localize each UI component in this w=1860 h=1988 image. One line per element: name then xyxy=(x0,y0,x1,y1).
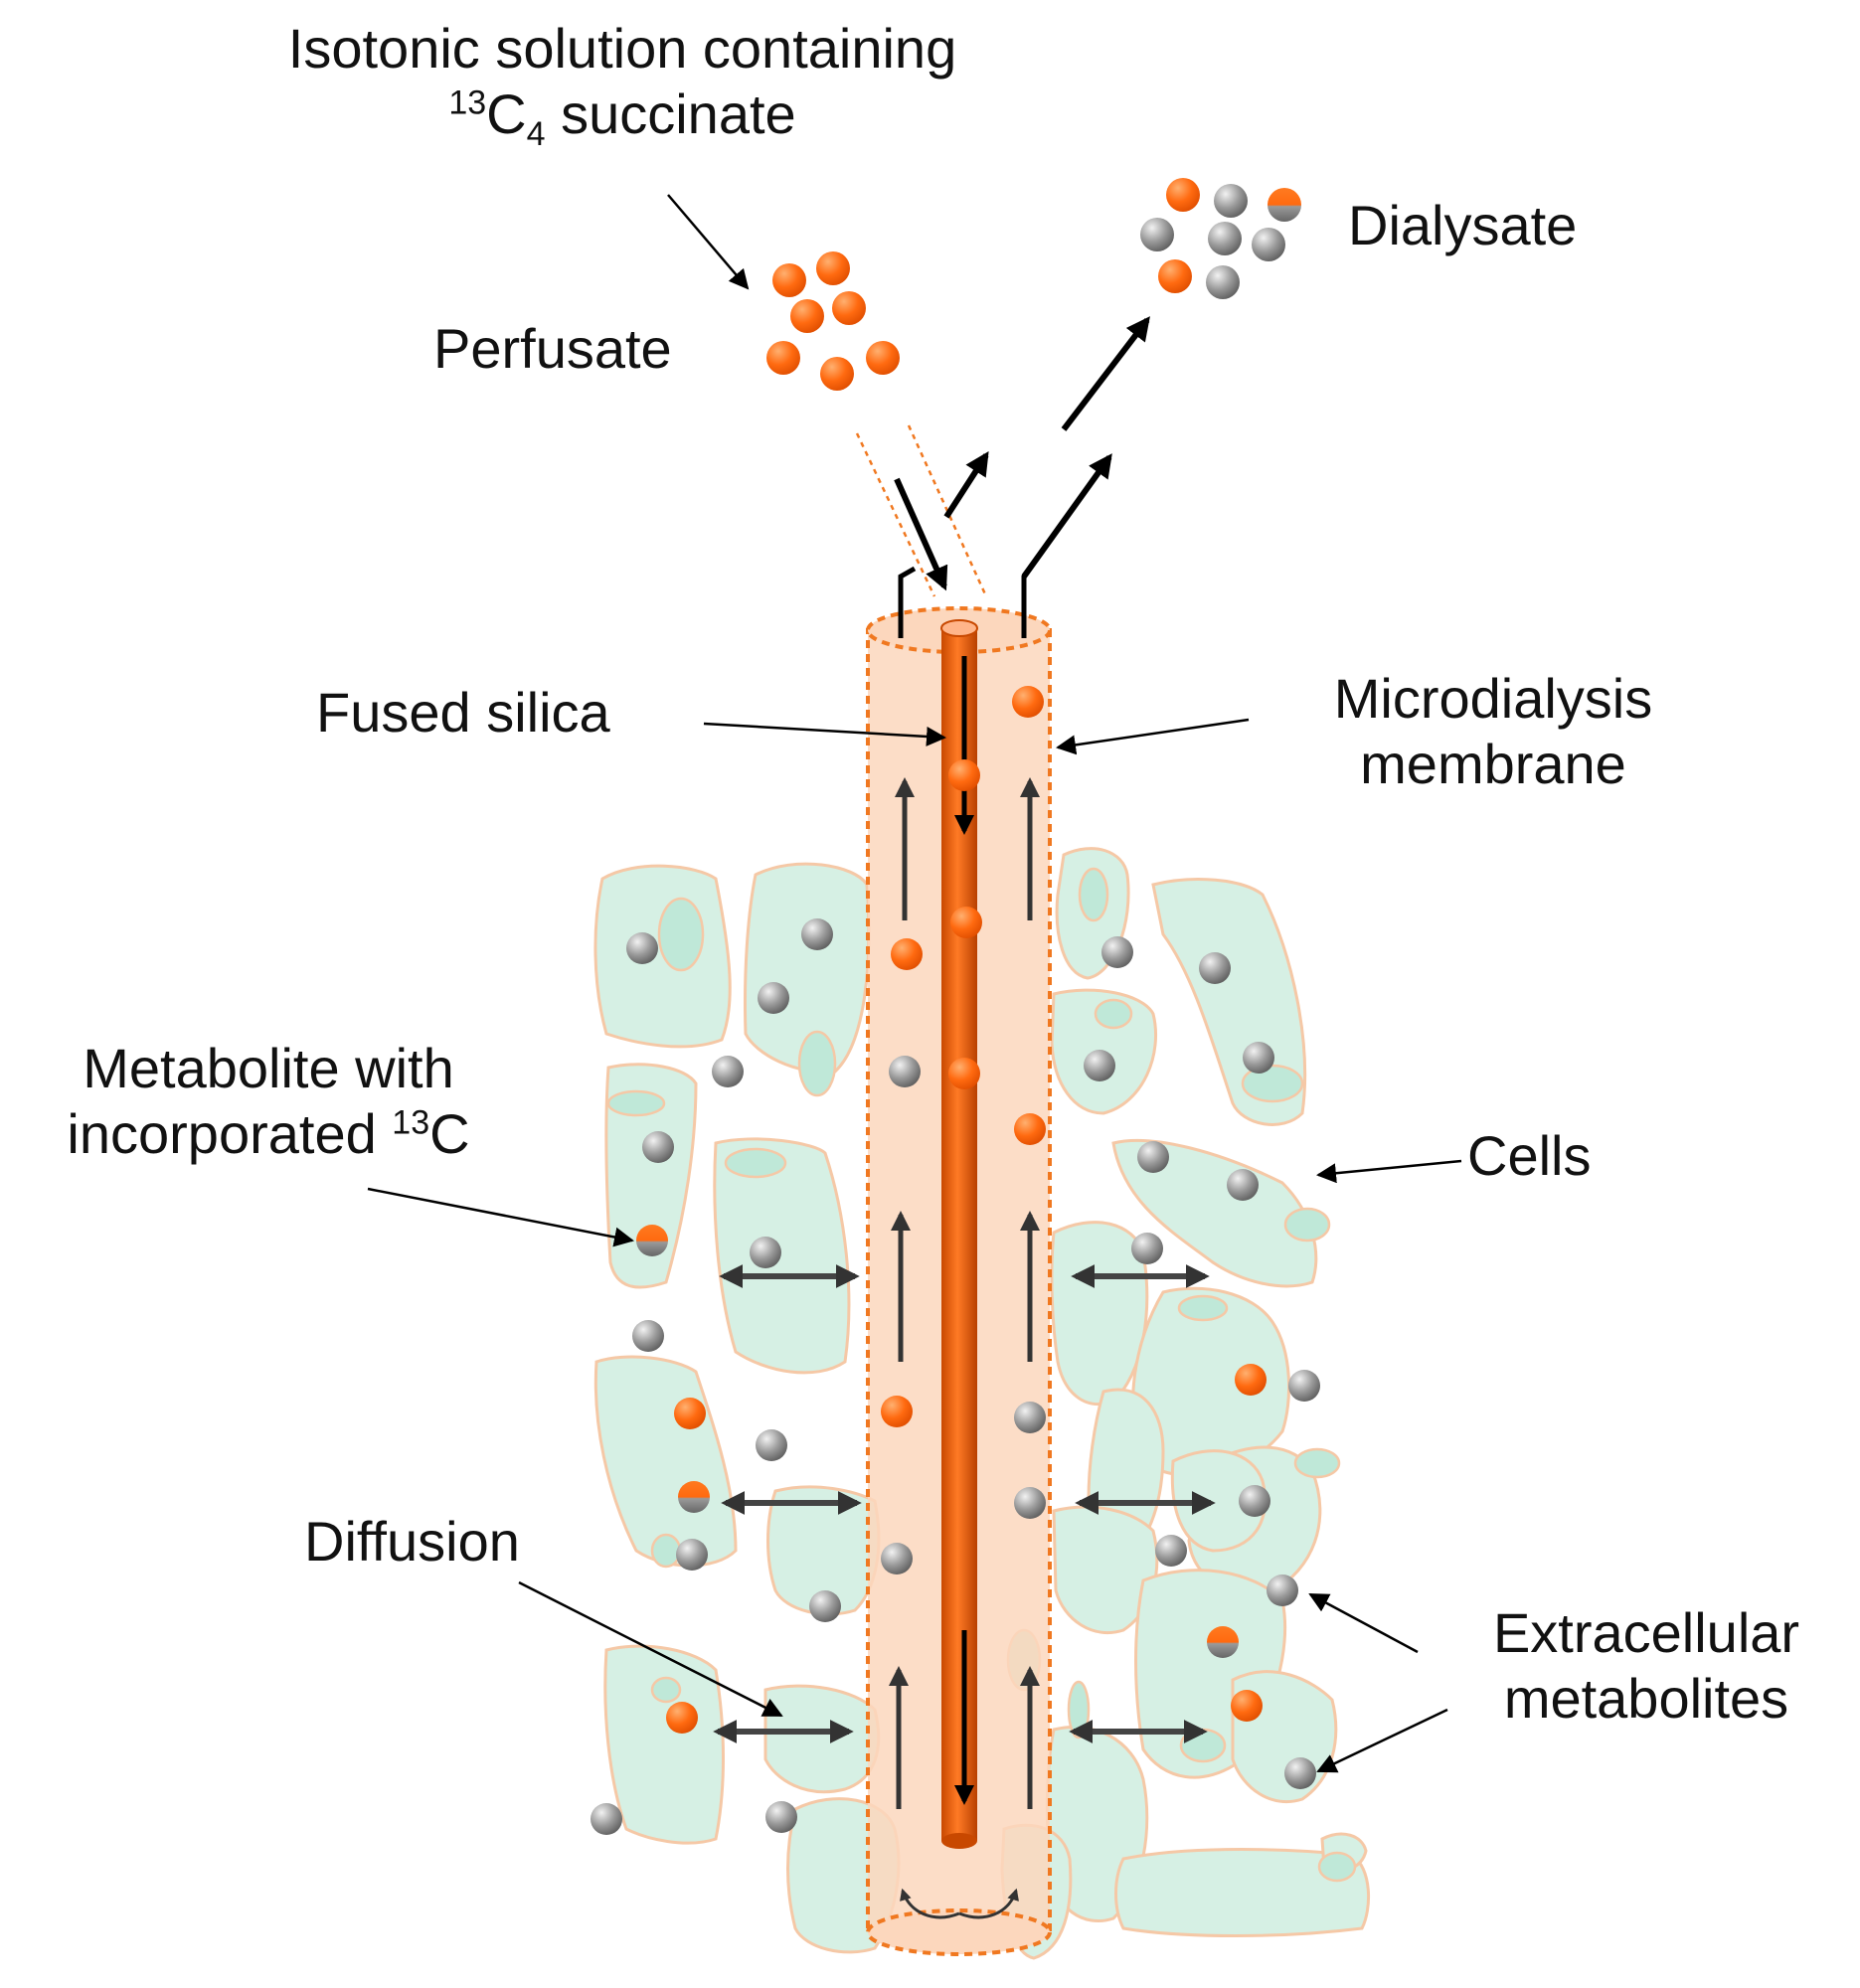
isotonic-carbon: C xyxy=(486,83,527,145)
metabolite-dots xyxy=(591,686,1320,1835)
cells-label: Cells xyxy=(1467,1124,1592,1187)
metabolite-incorporated: incorporated xyxy=(67,1102,393,1165)
extracellular-label-line2: metabolites xyxy=(1503,1667,1789,1730)
nucleus xyxy=(1177,1294,1229,1322)
membrane-up-arrows xyxy=(889,777,1040,1809)
isotonic-subscript: 4 xyxy=(526,115,546,154)
perfusate-dots xyxy=(766,251,900,391)
nucleus xyxy=(797,1030,837,1097)
metabolite-pointer xyxy=(367,1187,634,1247)
microdialysis-label: Microdialysis membrane xyxy=(1274,666,1712,797)
extracellular-pointer xyxy=(1316,1708,1448,1773)
isotonic-pointer xyxy=(667,194,750,290)
cell xyxy=(603,1644,725,1845)
nucleus xyxy=(606,1089,666,1117)
extracellular-label-line1: Extracellular xyxy=(1492,1601,1800,1664)
metabolite-superscript: 13 xyxy=(392,1103,430,1142)
microdialysis-label-line1: Microdialysis xyxy=(1333,667,1653,730)
dialysate-dots xyxy=(1140,178,1301,299)
isotonic-label: Isotonic solution containing 13C4 succin… xyxy=(175,16,1070,151)
pointer-lines xyxy=(367,194,1462,1773)
isotonic-label-line2: 13C4 succinate xyxy=(175,82,1070,151)
nucleus xyxy=(650,1533,682,1569)
metabolite-label: Metabolite with incorporated 13C xyxy=(10,1036,527,1167)
metabolite-label-line2: incorporated 13C xyxy=(10,1101,527,1167)
inlet-guide-lines xyxy=(855,424,988,597)
nucleus xyxy=(1094,998,1133,1030)
cells-pointer xyxy=(1316,1159,1462,1184)
diffusion-pointer xyxy=(518,1580,783,1718)
nucleus xyxy=(1241,1064,1304,1103)
nucleus xyxy=(724,1147,787,1179)
nucleus xyxy=(1317,1851,1357,1883)
nucleus xyxy=(657,897,705,972)
diffusion-arrows xyxy=(713,1264,1216,1743)
extracellular-label: Extracellular metabolites xyxy=(1437,1600,1855,1732)
flow-arrows xyxy=(894,316,1150,1805)
diffusion-label: Diffusion xyxy=(304,1510,520,1573)
fused-silica-tube xyxy=(940,619,978,1849)
microdialysis-pointer xyxy=(1056,718,1250,755)
nucleus xyxy=(1283,1207,1331,1242)
outflow-arrow xyxy=(1021,453,1112,579)
perfusate-label: Perfusate xyxy=(433,317,672,380)
nucleus xyxy=(650,1676,682,1704)
cell xyxy=(1111,1138,1318,1288)
isotonic-label-line1: Isotonic solution containing xyxy=(287,17,957,80)
cell xyxy=(743,862,871,1074)
cell xyxy=(1170,1449,1268,1553)
metabolite-carbon: C xyxy=(429,1102,470,1165)
bottom-turn-arrows xyxy=(900,1888,1019,1919)
isotonic-succinate: succinate xyxy=(545,83,796,145)
isotonic-superscript: 13 xyxy=(448,83,487,122)
fused-silica-label: Fused silica xyxy=(316,681,610,744)
nucleus xyxy=(1293,1447,1341,1479)
cell xyxy=(763,1684,881,1794)
microdialysis-label-line2: membrane xyxy=(1360,733,1626,795)
fused-silica-pointer xyxy=(703,722,946,746)
inflow-arrow xyxy=(894,477,948,591)
outflow-arrow xyxy=(943,450,989,519)
extracellular-pointer xyxy=(1308,1592,1419,1654)
dialysate-arrow xyxy=(1061,316,1150,431)
nucleus xyxy=(1078,867,1109,922)
cell xyxy=(1114,1848,1371,1937)
metabolite-label-line1: Metabolite with xyxy=(83,1037,454,1099)
dialysate-label: Dialysate xyxy=(1348,194,1578,256)
